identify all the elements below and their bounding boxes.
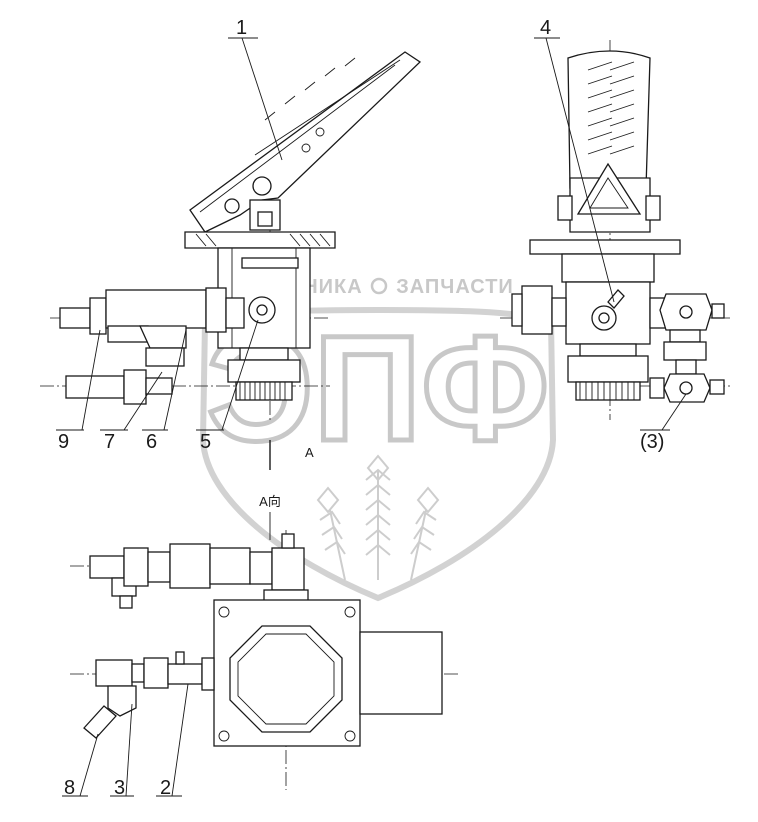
front-view: A [40, 37, 422, 470]
pipe-assembly-left [59, 287, 245, 405]
callout-9: 9 [58, 431, 69, 453]
callout-8: 8 [64, 777, 75, 799]
knurled-cap [227, 347, 301, 401]
callout-5: 5 [200, 431, 211, 453]
pedal-1 [189, 51, 422, 233]
octagon-nut [229, 625, 343, 733]
watermark-gear-icon [370, 277, 388, 295]
callout-3-paren: (3) [640, 431, 664, 453]
pedal-front [557, 50, 661, 233]
callout-6: 6 [146, 431, 157, 453]
callout-7: 7 [104, 431, 115, 453]
callout-1: 1 [236, 17, 247, 39]
watermark-wheat-icon [316, 454, 440, 581]
a-view: A向 [62, 494, 460, 797]
view-title: A向 [259, 494, 281, 509]
section-mark-A: A [305, 445, 314, 460]
side-view [500, 37, 730, 431]
side-base-plate [529, 239, 681, 255]
callout-4: 4 [540, 17, 551, 39]
watermark-brand-right: ЗАПЧАСТИ [396, 276, 514, 298]
watermark-shield [199, 306, 557, 602]
base-plate [184, 231, 336, 249]
callouts: 1 4 9 7 6 5 (3) 8 3 2 [58, 17, 664, 799]
callout-2: 2 [160, 777, 171, 799]
callout-3: 3 [114, 777, 125, 799]
